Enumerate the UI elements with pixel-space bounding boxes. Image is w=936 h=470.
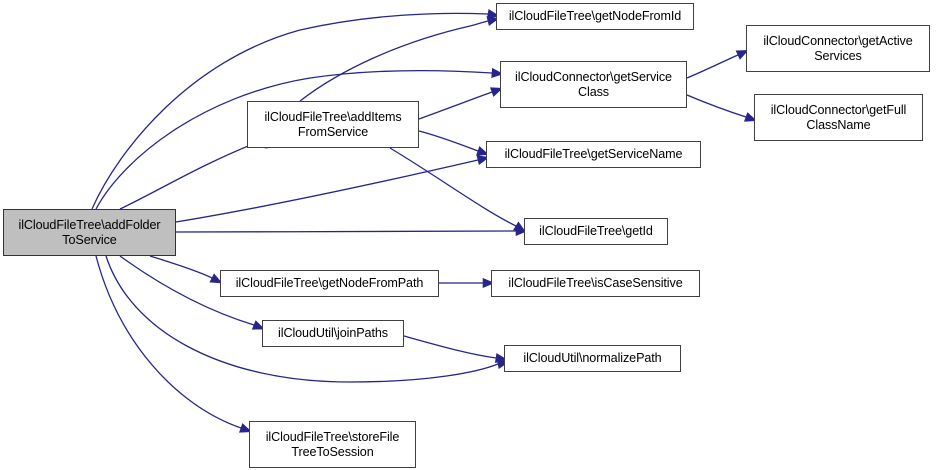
edge-addItemsFromService-to-getServiceName xyxy=(418,130,479,152)
node-label: ilCloudFileTree\storeFile TreeToSession xyxy=(265,429,400,459)
node-label: ilCloudFileTree\getNodeFromPath xyxy=(235,276,424,290)
edge-addFolderToService-to-getId xyxy=(175,230,517,233)
node-label: ilCloudFileTree\addItems FromService xyxy=(264,109,402,139)
edge-getServiceClass-to-getActiveServices xyxy=(686,54,739,79)
node-addItemsFromService[interactable]: ilCloudFileTree\addItems FromService xyxy=(247,101,419,148)
node-getNodeFromId[interactable]: ilCloudFileTree\getNodeFromId xyxy=(496,3,694,30)
node-label: ilCloudFileTree\addFolder ToService xyxy=(18,217,161,247)
edge-addFolderToService-to-getNodeFromPath xyxy=(149,255,213,279)
node-label: ilCloudConnector\getFull ClassName xyxy=(770,102,907,132)
edge-addItemsFromService-to-getServiceClass xyxy=(418,91,493,120)
node-label: ilCloudConnector\getService Class xyxy=(515,69,672,99)
node-label: ilCloudFileTree\getServiceName xyxy=(504,147,683,161)
node-getServiceName[interactable]: ilCloudFileTree\getServiceName xyxy=(486,141,701,168)
node-label: ilCloudFileTree\getId xyxy=(539,224,653,238)
node-getFullClassName[interactable]: ilCloudConnector\getFull ClassName xyxy=(754,94,923,141)
node-storeFileTreeToSession[interactable]: ilCloudFileTree\storeFile TreeToSession xyxy=(249,421,416,468)
node-label: ilCloudConnector\getActive Services xyxy=(763,33,913,63)
node-label: ilCloudFileTree\isCaseSensitive xyxy=(508,276,683,290)
node-isCaseSensitive[interactable]: ilCloudFileTree\isCaseSensitive xyxy=(491,270,700,297)
edge-addFolderToService-to-getServiceName xyxy=(175,159,479,223)
node-getServiceClass[interactable]: ilCloudConnector\getService Class xyxy=(500,61,687,108)
edge-getServiceClass-to-getFullClassName xyxy=(686,94,747,118)
node-label: ilCloudUtil\joinPaths xyxy=(278,326,388,340)
edge-addFolderToService-to-addItemsFromService xyxy=(119,141,259,210)
node-addFolderToService[interactable]: ilCloudFileTree\addFolder ToService xyxy=(3,209,176,256)
edge-addItemsFromService-to-getNodeFromId xyxy=(299,20,489,102)
node-normalizePath[interactable]: ilCloudUtil\normalizePath xyxy=(504,345,681,372)
node-getActiveServices[interactable]: ilCloudConnector\getActive Services xyxy=(746,25,930,72)
node-label: ilCloudUtil\normalizePath xyxy=(523,351,662,365)
edge-joinPaths-to-normalizePath xyxy=(403,335,497,359)
node-getId[interactable]: ilCloudFileTree\getId xyxy=(524,218,668,245)
node-joinPaths[interactable]: ilCloudUtil\joinPaths xyxy=(262,320,404,347)
node-getNodeFromPath[interactable]: ilCloudFileTree\getNodeFromPath xyxy=(220,270,439,297)
node-label: ilCloudFileTree\getNodeFromId xyxy=(508,9,682,23)
